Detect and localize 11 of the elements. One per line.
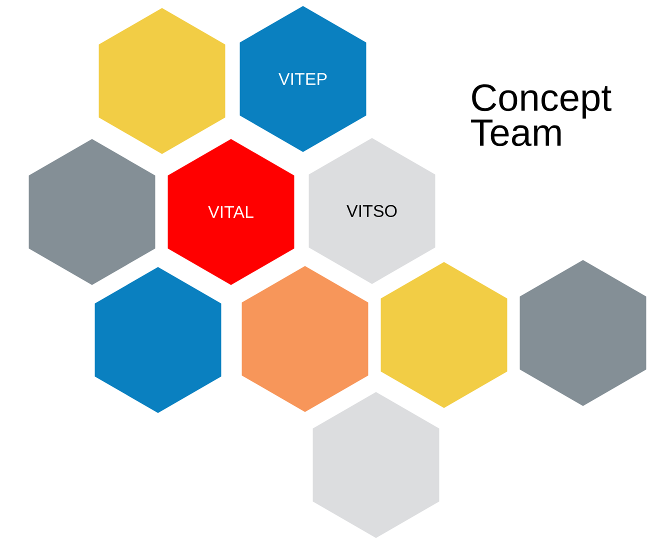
hexagon bbox=[242, 266, 368, 412]
hexagon bbox=[28, 139, 156, 285]
text-hexagon: VITAL bbox=[168, 139, 294, 285]
hexagon bbox=[94, 267, 222, 413]
text-hexagon: VITEP bbox=[240, 6, 366, 152]
hexagon bbox=[312, 392, 440, 538]
hexagon bbox=[98, 8, 226, 154]
heading-text: Concept Team bbox=[471, 84, 612, 146]
hexagon bbox=[380, 262, 508, 408]
hexagon bbox=[520, 260, 646, 406]
text-hexagon: VITSO bbox=[308, 138, 436, 284]
